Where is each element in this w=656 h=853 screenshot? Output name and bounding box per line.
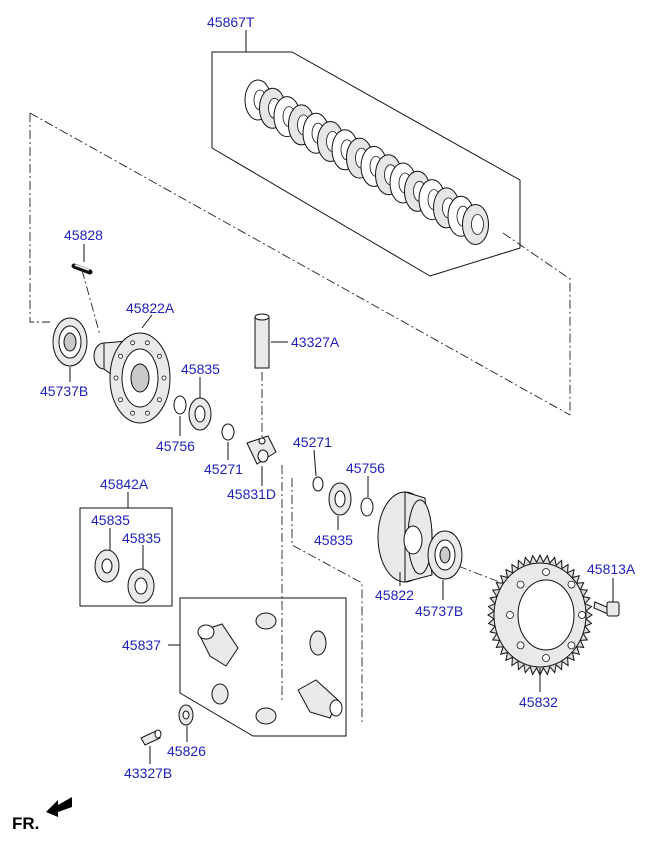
label-45867T[interactable]: 45867T — [207, 14, 255, 30]
label-45826[interactable]: 45826 — [167, 743, 206, 759]
assembly-boundary-top — [29, 113, 50, 323]
front-direction-label: FR. — [12, 814, 39, 833]
label-45835-b[interactable]: 45835 — [91, 512, 130, 528]
label-45756-b[interactable]: 45756 — [346, 460, 385, 476]
pinion-gear-icon-d — [255, 707, 277, 725]
assembly-boundary-right — [502, 232, 571, 415]
label-45756-a[interactable]: 45756 — [156, 438, 195, 454]
washer-icon — [178, 704, 194, 726]
clutch-disc-stack-icon — [211, 51, 521, 277]
label-45842A[interactable]: 45842A — [100, 476, 149, 492]
axis-line-bearing-gear — [457, 565, 503, 584]
pinion-block-icon — [246, 435, 277, 465]
label-45271-a[interactable]: 45271 — [204, 461, 243, 477]
bearing-icon-left — [52, 317, 88, 367]
pinion-gear-icon-a — [255, 612, 277, 630]
label-45832[interactable]: 45832 — [519, 694, 558, 710]
label-45737B-left[interactable]: 45737B — [40, 383, 88, 399]
bolt-icon — [593, 601, 620, 617]
thrust-washer-icon-d — [127, 568, 155, 604]
differential-case-icon — [93, 332, 171, 424]
retaining-ring-icon-a — [221, 423, 235, 441]
snap-ring-icon-a — [173, 395, 187, 415]
thrust-washer-icon-b — [328, 482, 352, 516]
label-45813A[interactable]: 45813A — [587, 561, 636, 577]
label-45271-b[interactable]: 45271 — [293, 434, 332, 450]
snap-ring-icon-b — [360, 497, 374, 517]
label-45822A[interactable]: 45822A — [126, 300, 175, 316]
gear-set-box — [179, 597, 347, 737]
ring-gear-icon — [487, 553, 593, 677]
label-45837[interactable]: 45837 — [122, 637, 161, 653]
side-gear-icon-b — [297, 679, 343, 719]
pin-icon — [71, 263, 93, 275]
short-shaft-icon — [140, 729, 162, 746]
side-gear-icon-a — [197, 623, 239, 667]
arrow-front-icon — [46, 797, 72, 817]
thrust-washer-icon-c — [94, 549, 120, 583]
washer-kit-box — [79, 507, 173, 607]
differential-cover-icon — [377, 491, 433, 583]
label-45828[interactable]: 45828 — [64, 227, 103, 243]
bearing-icon-right — [427, 530, 463, 580]
pinion-gear-icon-c — [211, 683, 229, 705]
axis-line-pin — [81, 269, 101, 336]
assembly-boundary-diag — [29, 112, 571, 416]
label-43327B[interactable]: 43327B — [124, 765, 172, 781]
label-45822[interactable]: 45822 — [375, 587, 414, 603]
label-45835-c[interactable]: 45835 — [122, 530, 161, 546]
label-45737B-right[interactable]: 45737B — [415, 603, 463, 619]
label-45831D[interactable]: 45831D — [227, 486, 276, 502]
leader-lines — [69, 30, 614, 764]
assembly-boundary-lower — [291, 478, 363, 722]
retaining-ring-icon-b — [312, 476, 324, 492]
thrust-washer-icon-a — [188, 397, 212, 431]
label-45835-a[interactable]: 45835 — [181, 361, 220, 377]
pinion-gear-icon-b — [309, 630, 327, 656]
label-43327A[interactable]: 43327A — [291, 334, 340, 350]
pinion-shaft-icon — [254, 313, 270, 369]
label-45835-d[interactable]: 45835 — [314, 532, 353, 548]
